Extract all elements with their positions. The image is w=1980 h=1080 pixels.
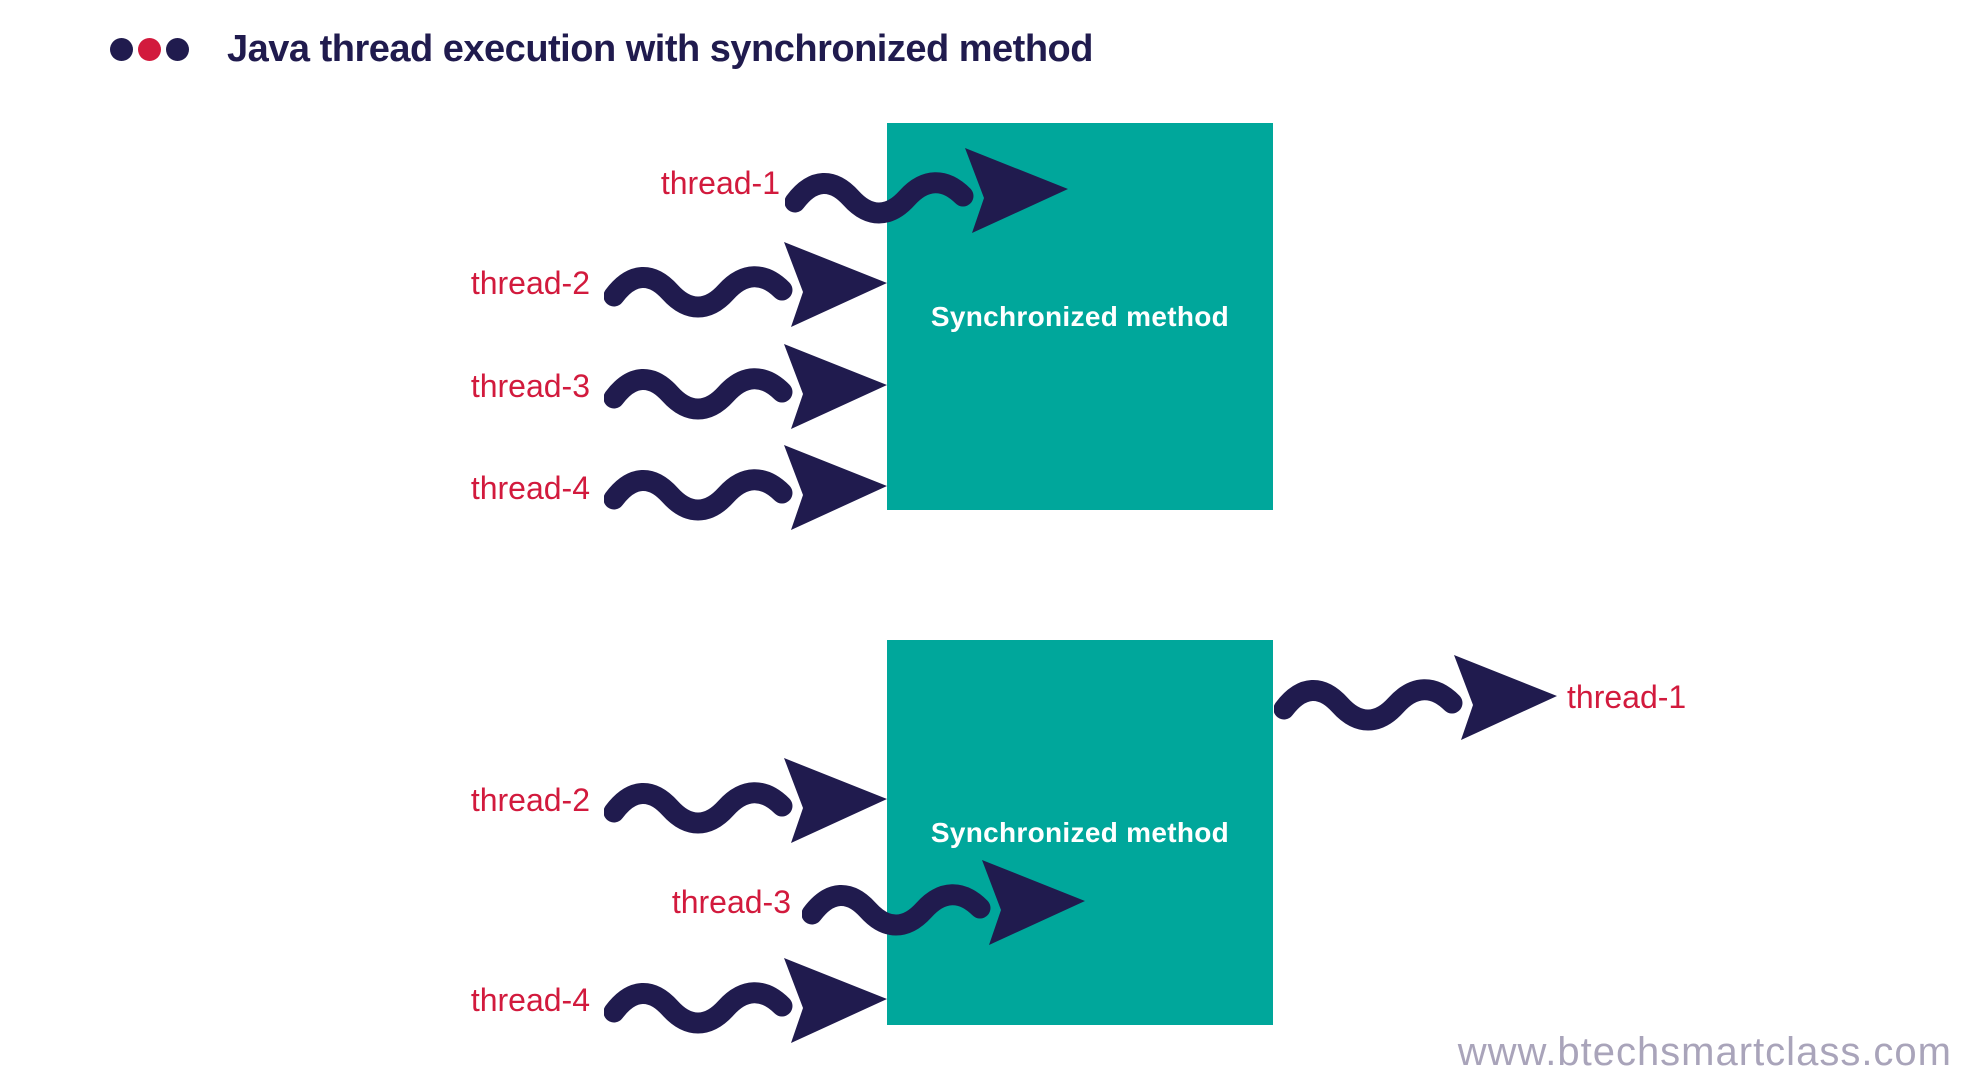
thread-2-label-d2: thread-2 — [470, 782, 590, 818]
synchronized-method-label-1: Synchronized method — [930, 300, 1230, 332]
thread-4-label-d2: thread-4 — [470, 982, 590, 1018]
bullet-dot-icon-2 — [138, 37, 161, 61]
thread-2-label-d1: thread-2 — [470, 265, 590, 301]
thread-2-arrow-icon-d1 — [604, 236, 887, 332]
watermark-url: www.btechsmartclass.com — [1457, 1030, 1952, 1074]
title-row: Java thread execution with synchronized … — [110, 26, 1093, 72]
synchronized-method-label-2: Synchronized method — [930, 816, 1230, 848]
thread-1-label-d1: thread-1 — [660, 165, 780, 201]
thread-1-arrow-icon-d2 — [1274, 649, 1557, 745]
synchronized-method-box-2: Synchronized method — [887, 640, 1273, 1025]
thread-1-arrow-icon-d1 — [785, 142, 1068, 238]
page-title: Java thread execution with synchronized … — [227, 28, 1093, 70]
bullet-dot-icon-1 — [110, 37, 133, 61]
thread-1-label-d2: thread-1 — [1567, 679, 1687, 715]
thread-4-label-d1: thread-4 — [470, 470, 590, 506]
bullet-dot-icon-3 — [166, 37, 189, 61]
thread-2-arrow-icon-d2 — [604, 752, 887, 848]
thread-4-arrow-icon-d2 — [604, 952, 887, 1048]
thread-3-label-d2: thread-3 — [671, 884, 791, 920]
thread-3-arrow-icon-d1 — [604, 338, 887, 434]
thread-3-label-d1: thread-3 — [470, 368, 590, 404]
thread-4-arrow-icon-d1 — [604, 439, 887, 535]
thread-3-arrow-icon-d2 — [802, 854, 1085, 950]
